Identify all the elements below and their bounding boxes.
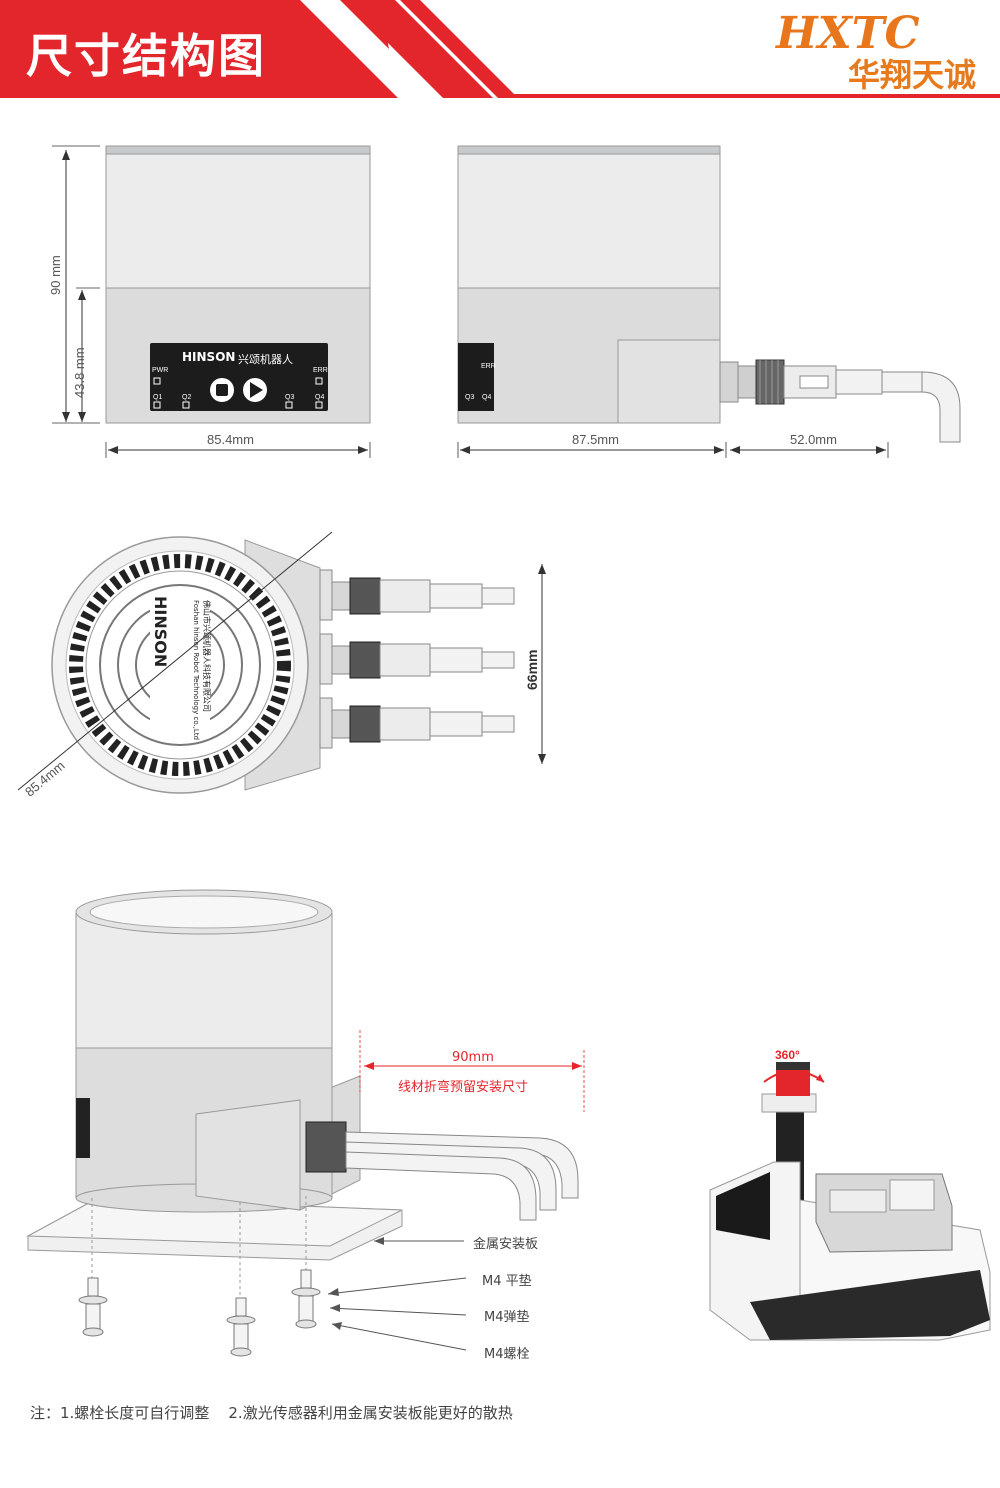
bend-length: 90mm xyxy=(452,1050,494,1065)
top-view-drawing xyxy=(17,531,546,794)
indicator-q4: Q4 xyxy=(315,394,325,401)
front-height-lower: 43.8 mm xyxy=(72,347,87,398)
bend-note: 线材折弯预留安装尺寸 xyxy=(398,1080,529,1095)
side-width: 87.5mm xyxy=(572,432,619,447)
company-logo: HXTC xyxy=(776,8,920,59)
side-view-drawing xyxy=(457,145,961,458)
indicator-pwr: PWR xyxy=(152,367,169,374)
indicator-err: ERR xyxy=(313,367,328,374)
connector-span: 66mm xyxy=(524,649,540,690)
rotation-label: 360° xyxy=(775,1048,800,1062)
front-view-drawing xyxy=(52,145,371,458)
company-name: 华翔天诚 xyxy=(848,56,977,94)
side-indicator-err: ERR xyxy=(481,363,496,370)
indicator-q3: Q3 xyxy=(285,394,295,401)
header-banner xyxy=(0,0,1000,98)
front-panel xyxy=(150,343,328,411)
part-spring-washer: M4弹垫 xyxy=(484,1310,530,1325)
side-indicator-q4: Q4 xyxy=(482,394,492,401)
part-bolt: M4螺栓 xyxy=(484,1347,530,1362)
side-indicator-q3: Q3 xyxy=(465,394,475,401)
top-label-en: Foshan hinson Robot Technology co.,Ltd xyxy=(192,600,200,741)
robot-illustration xyxy=(709,1062,991,1341)
front-width: 85.4mm xyxy=(207,432,254,447)
front-height-total: 90 mm xyxy=(48,255,63,295)
indicator-q2: Q2 xyxy=(182,394,192,401)
panel-brand-cn: 兴颂机器人 xyxy=(238,353,293,366)
footnote: 注：1.螺栓长度可自行调整 2.激光传感器利用金属安装板能更好的散热 xyxy=(30,1404,513,1422)
page-title: 尺寸结构图 xyxy=(26,29,266,83)
top-label-cn: 佛山市兴颂机器人科技有限公司 xyxy=(202,600,211,712)
top-brand: HINSON xyxy=(151,596,170,668)
install-view-drawing xyxy=(26,889,585,1357)
indicator-q1: Q1 xyxy=(153,394,163,401)
part-plate: 金属安装板 xyxy=(473,1237,539,1252)
cable-length: 52.0mm xyxy=(790,432,837,447)
panel-brand: HINSON xyxy=(182,350,236,364)
part-flat-washer: M4 平垫 xyxy=(482,1274,532,1289)
